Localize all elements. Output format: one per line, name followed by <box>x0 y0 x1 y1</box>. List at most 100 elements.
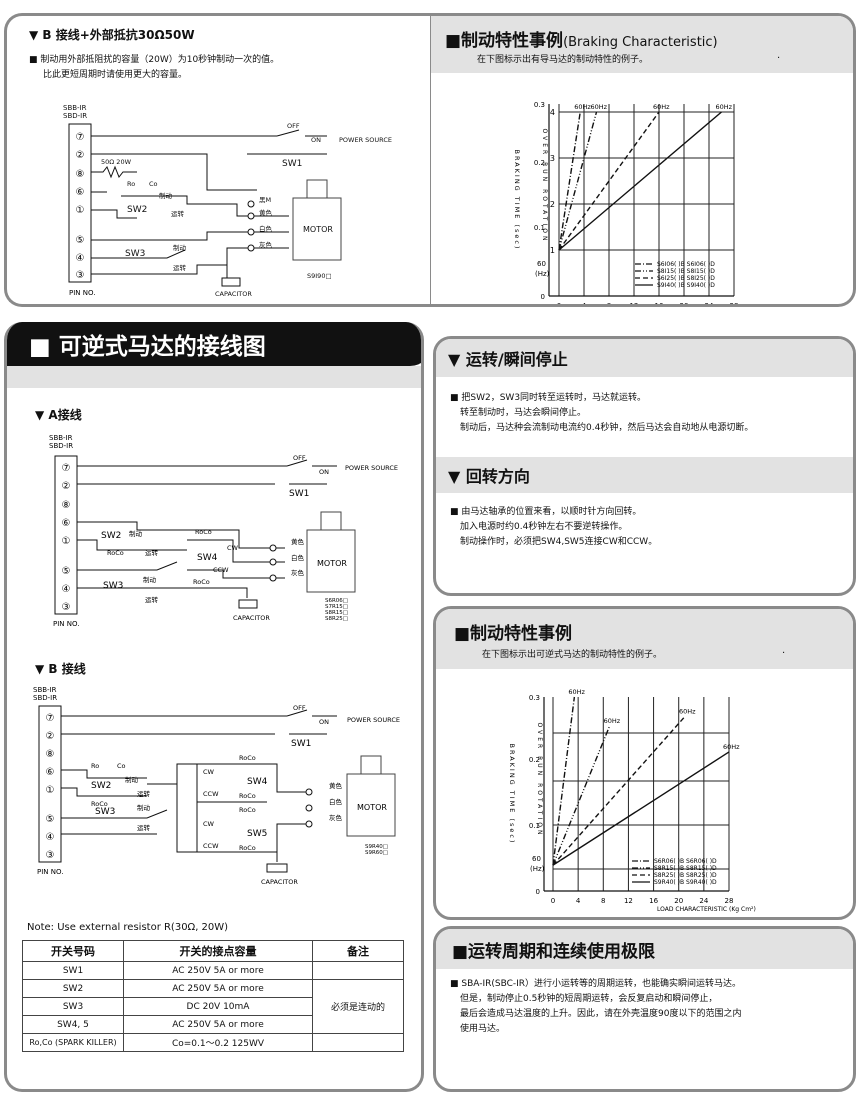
series-freq-label: 60Hz <box>604 717 621 725</box>
motor-label: MOTOR <box>317 559 347 568</box>
series-freq-label: 60Hz <box>574 103 591 111</box>
legend-label: S6I25( )B S8I25( )D <box>657 275 715 282</box>
wire-label: 灰色 <box>259 240 273 249</box>
legend-label: S8R15( )B S8R15( )D <box>654 865 717 872</box>
brake-label: 制动 <box>129 529 143 538</box>
motor-label: MOTOR <box>303 225 333 234</box>
section-header: ▼ 回转方向 <box>436 457 853 493</box>
run-label: 运转 <box>173 263 187 272</box>
pin-label: ④ <box>76 253 85 264</box>
on-label: ON <box>311 136 321 144</box>
model-label: SBD-IR <box>63 112 87 120</box>
hz-label: (Hz) <box>535 270 550 278</box>
off-label: OFF <box>293 454 306 462</box>
text-line: ■ SBA-IR(SBC-IR）进行小运转等的周期运转，也能确实瞬间运转马达。 <box>450 979 742 989</box>
roco-label: RoCo <box>107 549 124 557</box>
y-tick-label: 0.2 <box>529 756 540 764</box>
hz-label: 60 <box>537 260 546 268</box>
series-freq-label: 60Hz <box>716 103 733 111</box>
power-source-label: POWER SOURCE <box>339 136 392 144</box>
x-tick-label: 16 <box>655 302 664 306</box>
section-subtitle: 在下图标示出可逆式马达的制动特性的例子。 <box>482 650 663 660</box>
pin-label: ④ <box>46 832 55 843</box>
table-row: Ro,Co (SPARK KILLER) Co=0.1～0.2 125WV <box>22 1033 404 1052</box>
pin-label: ⑧ <box>76 169 85 180</box>
legend-label: S6R06( )B S6R06( )D <box>654 858 717 865</box>
sw3-label: SW3 <box>103 581 123 591</box>
note-line: 比此更短周期时请使用更大的容量。 <box>43 70 188 80</box>
pin-label: ⑦ <box>46 713 55 724</box>
table-cell: AC 250V 5A or more <box>123 979 313 998</box>
table-cell: AC 250V 5A or more <box>123 1015 313 1034</box>
table-row: SW3 DC 20V 10mA <box>22 997 404 1016</box>
motor-code: S9R60□ <box>365 850 388 856</box>
brake-label: 制动 <box>137 803 151 812</box>
rotation-tick-label: 4 <box>550 108 555 117</box>
x-tick-label: 12 <box>630 302 639 306</box>
banner-title: ■ 可逆式马达的接线图 <box>29 334 266 360</box>
series-line <box>552 715 686 866</box>
series-freq-label: 60Hz <box>723 743 740 751</box>
roco-label: RoCo <box>239 806 256 814</box>
section-banner: ■ 可逆式马达的接线图 <box>7 322 421 366</box>
x-tick-label: 24 <box>705 302 714 306</box>
banner-strip <box>7 366 421 388</box>
pin-label: ② <box>46 731 55 742</box>
sw3-label: SW3 <box>95 807 115 817</box>
sw4-label: SW4 <box>197 553 218 563</box>
series-line <box>552 725 611 866</box>
model-label: SBB-IR <box>49 434 73 442</box>
rotation-axis-label: OVER RUN ROTATION <box>536 723 543 838</box>
series-freq-label: 60Hz <box>653 103 670 111</box>
resistor-note: Note: Use external resistor R(30Ω, 20W) <box>27 922 229 933</box>
wire-label: 黄色 <box>329 781 343 790</box>
pin-label: ⑥ <box>46 767 55 778</box>
table-cell <box>312 1033 404 1052</box>
legend-label: S9I40( )B S9I40( )D <box>657 282 715 289</box>
x-tick-label: 8 <box>607 302 611 306</box>
x-tick-label: 0 <box>551 897 555 905</box>
on-label: ON <box>319 718 329 726</box>
x-tick-label: 8 <box>601 897 605 905</box>
section-title-en: (Braking Characteristic) <box>563 35 718 50</box>
wire-label: 白色 <box>259 224 273 233</box>
wire-label: 灰色 <box>291 568 305 577</box>
cycle-text: ■ SBA-IR(SBC-IR）进行小运转等的周期运转，也能确实瞬间运转马达。 … <box>450 977 741 1037</box>
motor-label: MOTOR <box>357 803 387 812</box>
pin-no-label: PIN NO. <box>53 620 79 628</box>
series-freq-label: 60Hz <box>568 688 585 696</box>
roco-label: RoCo <box>239 844 256 852</box>
pin-label: ⑤ <box>46 814 55 825</box>
table-row: SW1 AC 250V 5A or more <box>22 961 404 980</box>
legend-label: S6I06( )B S6I06( )D <box>657 261 715 268</box>
hz-label: 60 <box>532 855 541 863</box>
x-tick-label: 0 <box>557 302 561 306</box>
text-line: 转至制动时，马达会瞬间停止。 <box>460 408 587 418</box>
table-cell <box>312 961 404 980</box>
table-cell: SW1 <box>22 961 124 980</box>
run-label: 运转 <box>145 595 159 604</box>
text-line: 加入电源时约0.4秒钟左右不要逆转操作。 <box>460 522 628 532</box>
section-title: ▼ 运转/瞬间停止 <box>448 350 568 369</box>
sw1-label: SW1 <box>289 489 309 499</box>
cw-label: CW <box>203 768 215 776</box>
x-tick-label: 4 <box>576 897 581 905</box>
legend-label: S9R40( )B S9R40( )D <box>654 879 717 886</box>
cw-label: CW <box>227 544 239 552</box>
y-tick-label: 0 <box>536 888 540 896</box>
capacitor-label: CAPACITOR <box>215 290 252 298</box>
y-tick-label: 0 <box>541 293 545 301</box>
section-header: ■制动特性事例(Braking Characteristic) 在下图标示出有导… <box>431 16 853 73</box>
table-cell: SW4, 5 <box>22 1015 124 1034</box>
ccw-label: CCW <box>203 842 219 850</box>
pin-label: ① <box>76 205 85 216</box>
legend-label: S8R25( )B S8R25( )D <box>654 872 717 879</box>
text-line: ■ 由马达轴承的位置来看，以顺时针方向回转。 <box>450 507 642 517</box>
roco-label: RoCo <box>91 800 108 808</box>
text-line: 使用马达。 <box>460 1024 506 1034</box>
text-line: 制动后，马达种会流制动电流约0.4秒钟，然后马达会自动地从电源切断。 <box>460 423 754 433</box>
table-row: SW4, 5 AC 250V 5A or more <box>22 1015 404 1034</box>
